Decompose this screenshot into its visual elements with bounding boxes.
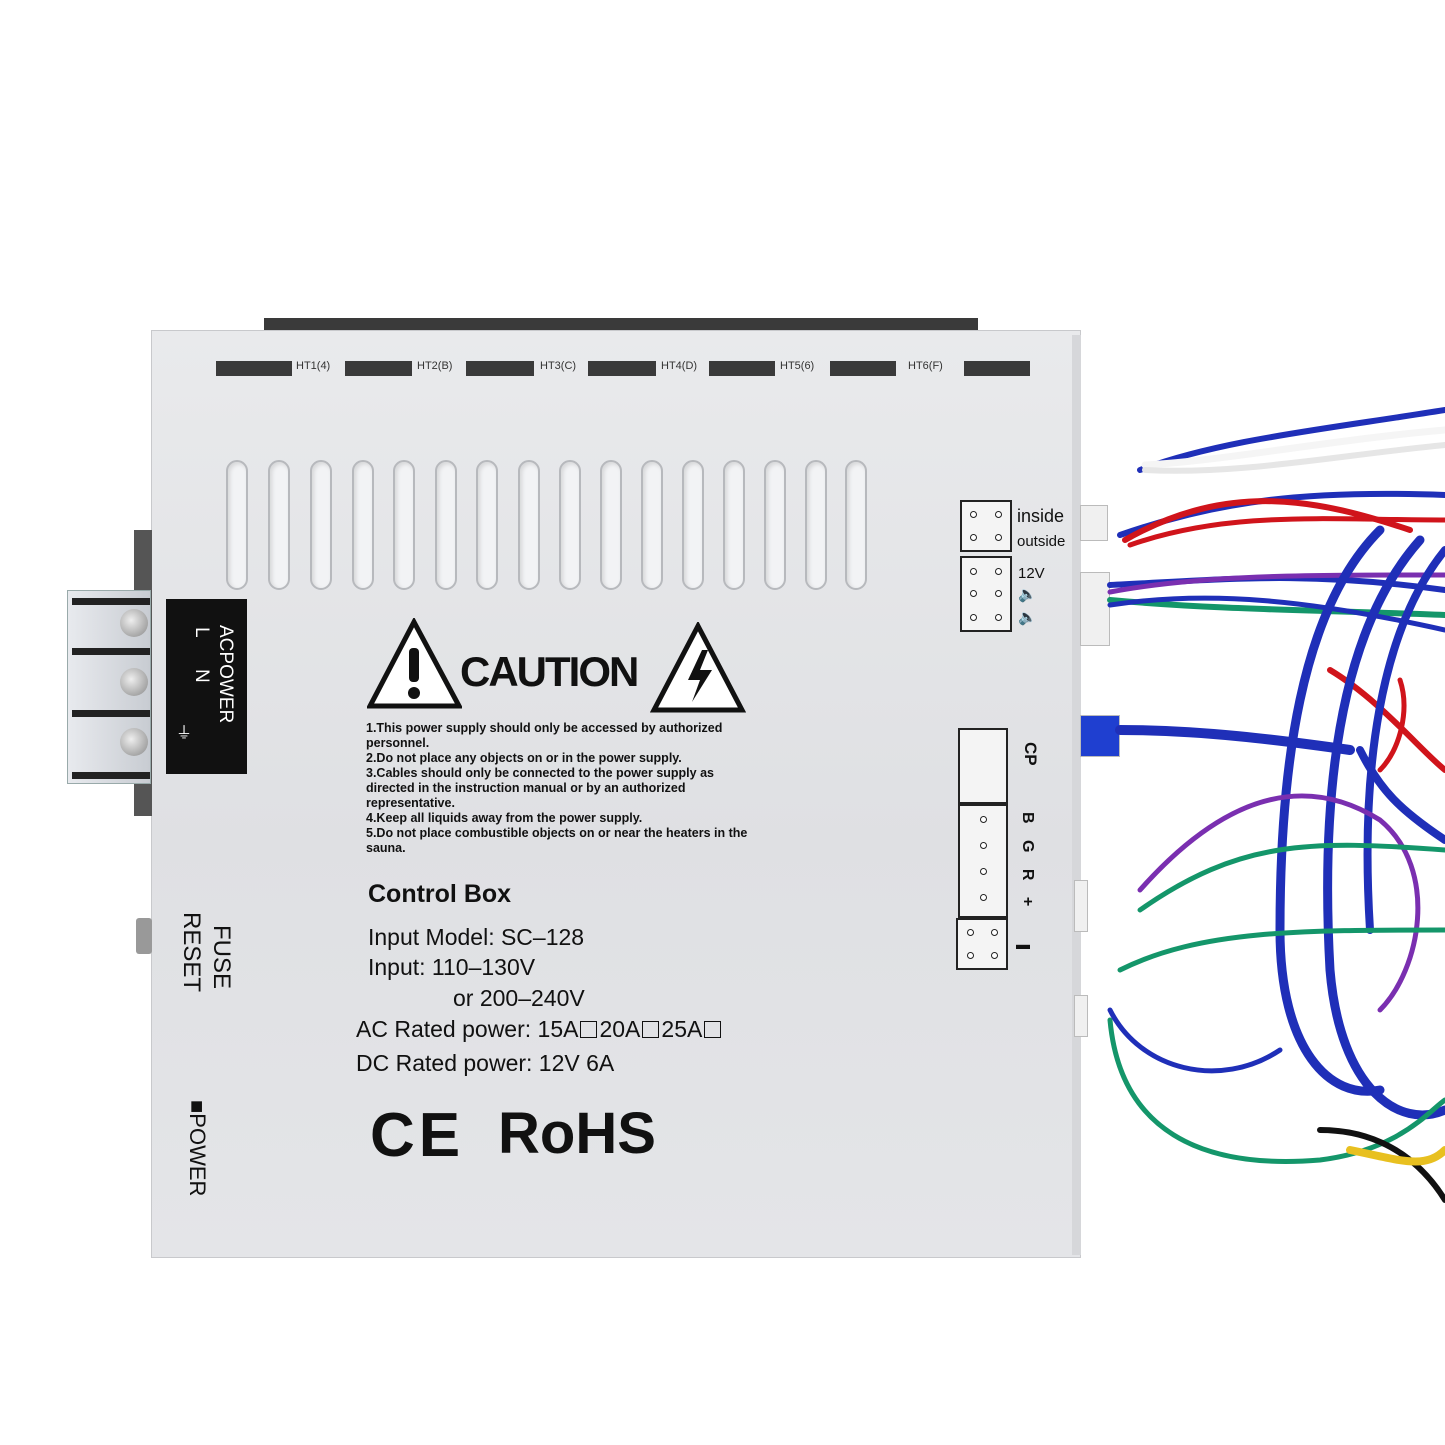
- cp-port[interactable]: [958, 728, 1008, 804]
- checkbox-25a: [704, 1021, 722, 1038]
- channel-slot: [466, 361, 534, 376]
- inside-label: inside: [1017, 506, 1065, 526]
- vent-slot: [352, 460, 374, 590]
- channel-label: HT4(D): [661, 360, 698, 372]
- speaker-connector[interactable]: [960, 556, 1012, 632]
- ac-option: 25A: [661, 1016, 703, 1042]
- vent-slot: [845, 460, 867, 590]
- terminal-screw-n[interactable]: [120, 668, 148, 696]
- caution-title: CAUTION: [460, 648, 639, 695]
- ce-mark: CE: [370, 1101, 465, 1170]
- speaker-plug: [1080, 572, 1110, 646]
- power-label: ■POWER: [185, 1100, 210, 1197]
- rohs-mark: RoHS: [498, 1101, 656, 1166]
- vent-slot: [518, 460, 540, 590]
- ground-icon: ⏚: [176, 725, 193, 742]
- input-line: Input: 110–130V: [368, 954, 536, 980]
- sensor-plug: [1080, 505, 1108, 541]
- channel-label: HT1(4): [296, 360, 331, 372]
- vent-slot: [226, 460, 248, 590]
- 12v-label: 12V: [1018, 565, 1045, 582]
- channel-label: HT6(F): [908, 360, 943, 372]
- wire-harness: [1107, 407, 1445, 1203]
- terminal-separator: [72, 648, 150, 655]
- caution-item: 5.Do not place combustible objects on or…: [366, 826, 748, 855]
- vent-slot: [435, 460, 457, 590]
- power-connector[interactable]: [956, 918, 1008, 970]
- vent-slot: [600, 460, 622, 590]
- vent-slot: [559, 460, 581, 590]
- input-alt-line: or 200–240V: [453, 985, 585, 1011]
- ac-rated-label: AC Rated power:: [356, 1016, 532, 1042]
- ac-line-label: L: [191, 627, 212, 638]
- vent-slot: [641, 460, 663, 590]
- caution-item: 3.Cables should only be connected to the…: [366, 766, 714, 810]
- channel-label: HT3(C): [540, 360, 577, 372]
- light-plug: [1074, 880, 1088, 932]
- ac-option: 20A: [599, 1016, 641, 1042]
- power-plug: [1074, 995, 1088, 1037]
- vent-slot: [268, 460, 290, 590]
- caution-item: 2.Do not place any objects on or in the …: [366, 751, 682, 765]
- cp-label: CP: [1021, 742, 1040, 766]
- channel-slot: [830, 361, 896, 376]
- vent-slot: [476, 460, 498, 590]
- checkbox-15a: [580, 1021, 598, 1038]
- channel-slot: [588, 361, 656, 376]
- terminal-separator: [72, 710, 150, 717]
- bgr-label: B G R +: [1019, 812, 1036, 913]
- rj45-plug: [1080, 715, 1120, 757]
- fuse-reset-button[interactable]: [136, 918, 152, 954]
- terminal-screw-ground[interactable]: [120, 728, 148, 756]
- sensor-connector[interactable]: [960, 500, 1012, 552]
- speaker-icon: 🔈: [1018, 586, 1037, 603]
- vent-slot: [805, 460, 827, 590]
- dc-rated-power: DC Rated power: 12V 6A: [356, 1050, 615, 1076]
- channel-slot: [345, 361, 412, 376]
- ac-option: 15A: [537, 1016, 579, 1042]
- vent-slot: [393, 460, 415, 590]
- terminal-separator: [72, 772, 150, 779]
- checkbox-20a: [642, 1021, 660, 1038]
- high-voltage-icon: [650, 622, 746, 713]
- control-box-title: Control Box: [368, 880, 512, 908]
- channel-label: HT5(6): [780, 360, 815, 372]
- caution-item: 1.This power supply should only be acces…: [366, 721, 723, 750]
- vent-slot: [682, 460, 704, 590]
- vent-slot: [310, 460, 332, 590]
- ac-rated-power: AC Rated power: 15A 20A 25A: [356, 1016, 723, 1043]
- ac-power-title: ACPOWER: [215, 625, 236, 724]
- reset-label: RESET: [178, 912, 205, 993]
- model-line: Input Model: SC–128: [368, 924, 585, 950]
- channel-slot: [216, 361, 292, 376]
- vent-slot: [723, 460, 745, 590]
- warning-exclamation-icon: [367, 618, 462, 709]
- fuse-label: FUSE: [208, 925, 235, 990]
- ac-power-label-panel: ACPOWER L N ⏚: [166, 599, 247, 774]
- light-connector[interactable]: [958, 804, 1008, 918]
- ac-neutral-label: N: [191, 669, 212, 683]
- caution-item: 4.Keep all liquids away from the power s…: [366, 811, 643, 825]
- terminal-screw-l[interactable]: [120, 609, 148, 637]
- channel-slot: [709, 361, 775, 376]
- speaker-icon: 🔈: [1018, 609, 1037, 626]
- outside-label: outside: [1017, 533, 1066, 550]
- caution-instructions: 1.This power supply should only be acces…: [366, 721, 756, 856]
- plug-icon: ▬: [1016, 936, 1030, 952]
- housing-side-edge: [1072, 335, 1081, 1255]
- channel-slot: [964, 361, 1030, 376]
- channel-label: HT2(B): [417, 360, 453, 372]
- vent-slot: [764, 460, 786, 590]
- terminal-separator: [72, 598, 150, 605]
